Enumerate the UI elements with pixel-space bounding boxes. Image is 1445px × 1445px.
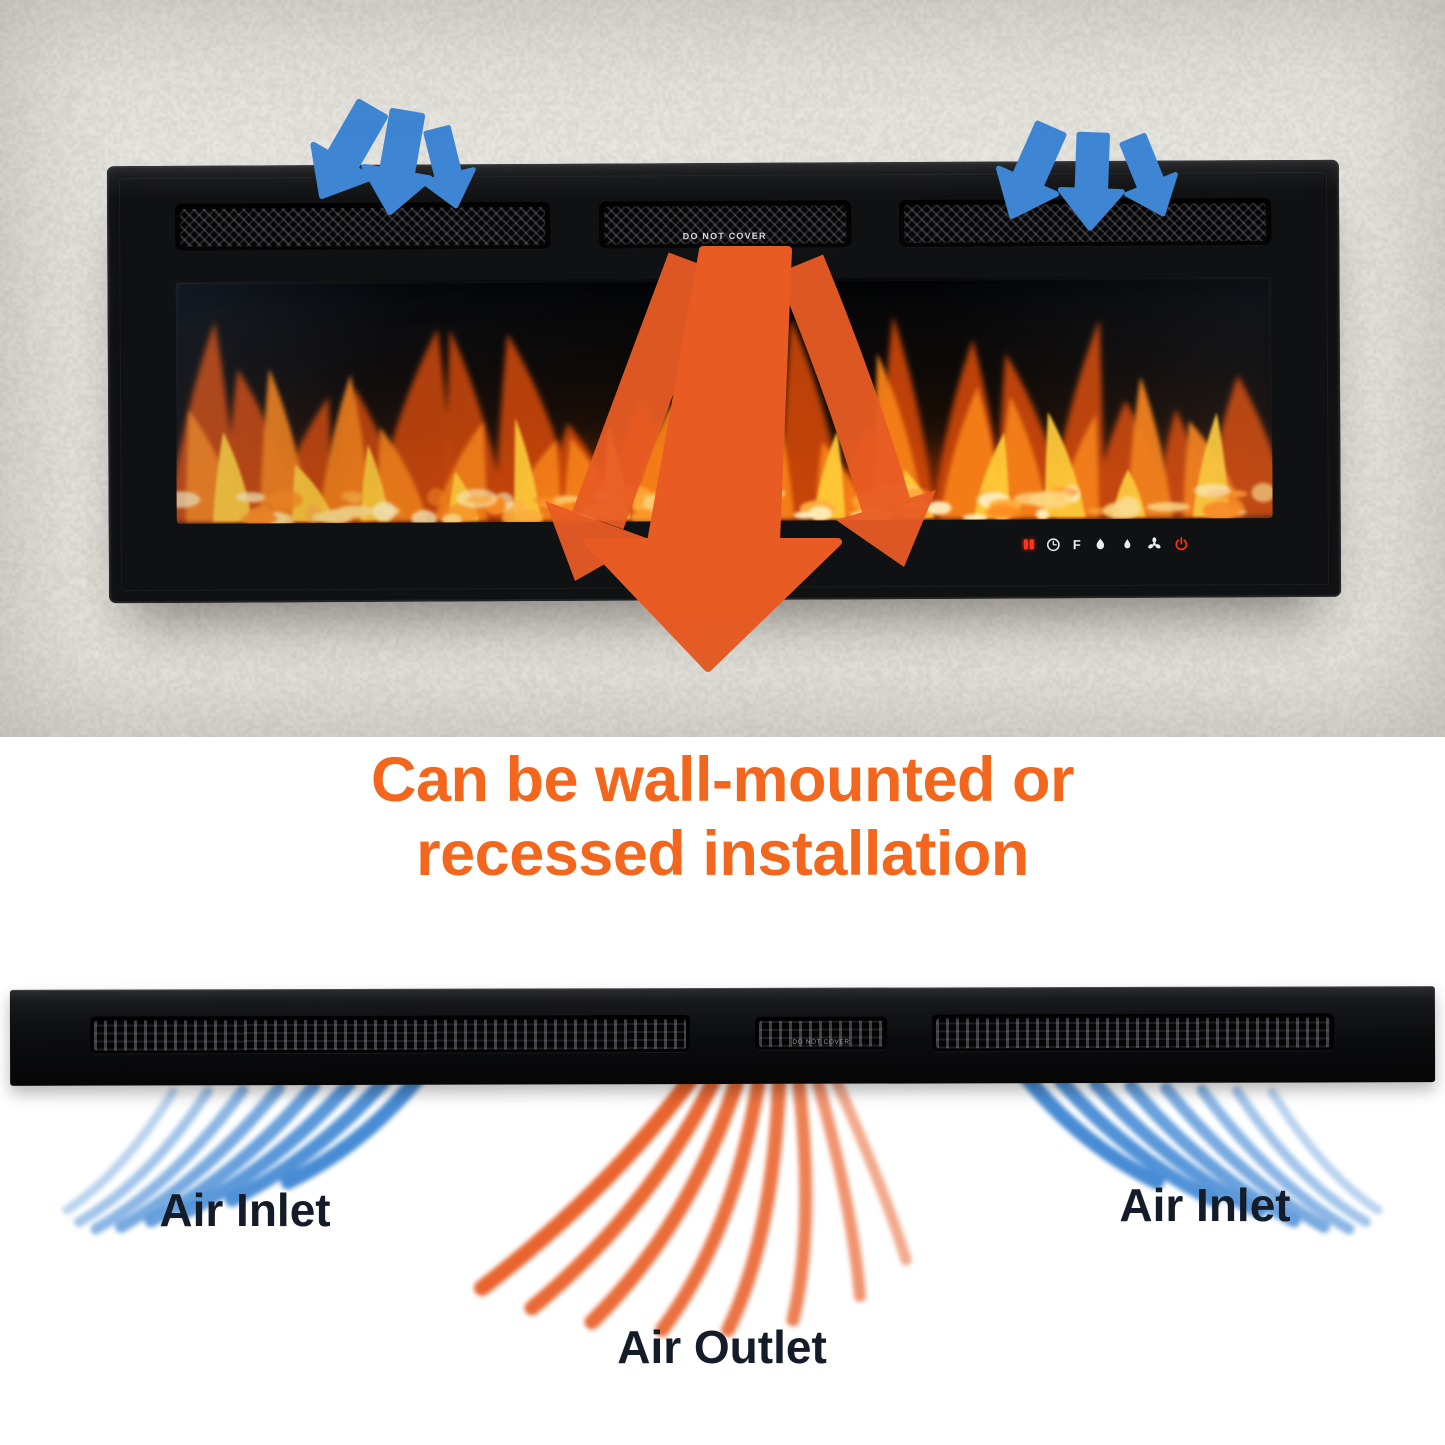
fireplace-top-view: DO NOT COVER	[9, 986, 1436, 1086]
air-inlet-label-right: Air Inlet	[1119, 1179, 1291, 1231]
touch-control-panel: F	[1023, 532, 1239, 555]
fan-icon	[1148, 536, 1161, 549]
inlet-fan-left	[62, 1070, 426, 1235]
headline: Can be wall-mounted or recessed installa…	[0, 744, 1445, 891]
do-not-cover-label: DO NOT COVER	[682, 230, 767, 242]
flame-icon	[1096, 537, 1105, 549]
air-inlet-vent-right	[899, 198, 1272, 249]
timer-icon	[1046, 537, 1060, 551]
power-icon	[1175, 536, 1188, 550]
fahrenheit-icon: F	[1072, 536, 1081, 552]
flames	[175, 315, 1273, 524]
headline-line-2: recessed installation	[416, 818, 1029, 889]
outlet-fan-center	[474, 1072, 912, 1337]
hero-scene: DO NOT COVER F	[0, 0, 1445, 737]
top-vent-row: DO NOT COVER	[175, 198, 1272, 252]
fireplace-front-view: DO NOT COVER F	[106, 159, 1342, 604]
led-display	[1023, 538, 1034, 550]
water-drop-icon	[1124, 538, 1131, 548]
airflow-diagram: DO NOT COVER Air Inlet Air Inlet Air Out…	[0, 960, 1445, 1445]
headline-line-1: Can be wall-mounted or	[370, 745, 1075, 815]
air-inlet-slot-left	[89, 1015, 691, 1055]
air-outlet-slot-center: DO NOT COVER	[754, 1016, 888, 1051]
air-outlet-vent-center: DO NOT COVER	[598, 200, 851, 250]
air-inlet-slot-right	[931, 1013, 1335, 1053]
air-outlet-label: Air Outlet	[617, 1321, 827, 1373]
air-inlet-vent-left	[175, 201, 551, 252]
air-inlet-label-left: Air Inlet	[159, 1184, 331, 1236]
do-not-cover-label-small: DO NOT COVER	[792, 1038, 850, 1046]
flame-display-window	[175, 276, 1273, 524]
airflow-fans	[62, 1070, 1445, 1337]
